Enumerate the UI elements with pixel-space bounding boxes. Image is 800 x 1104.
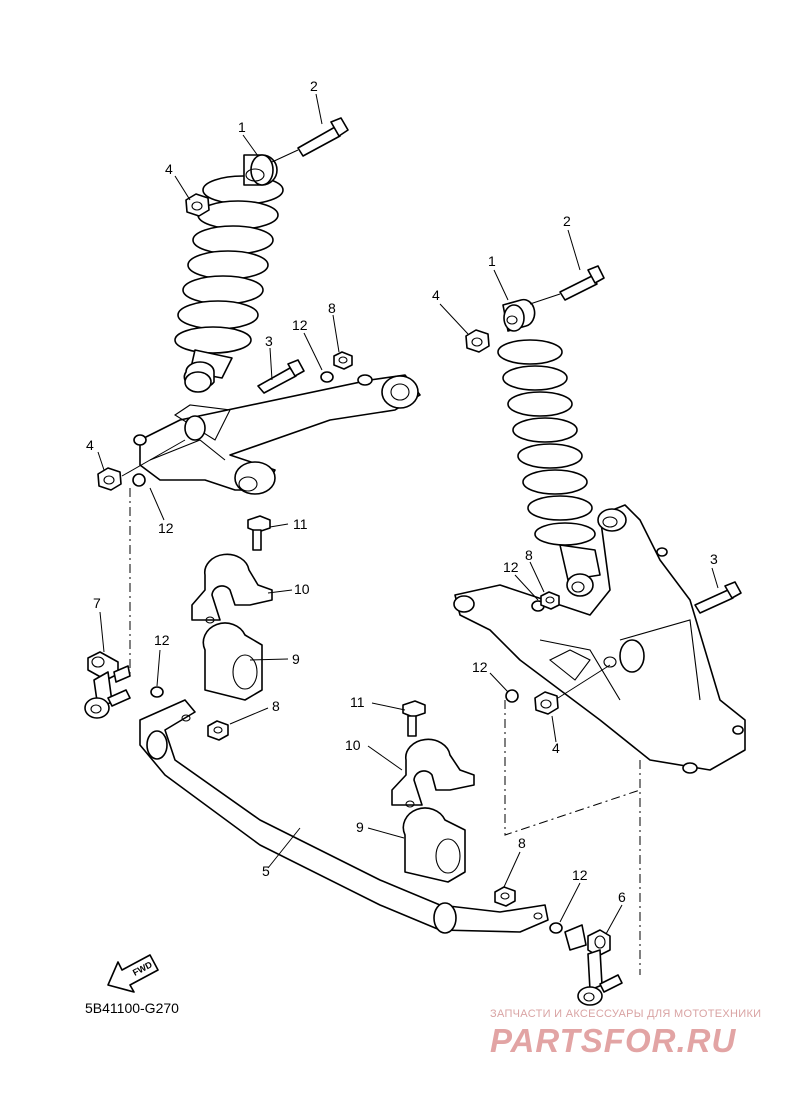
callout-left-4-lower: 4 <box>86 437 94 453</box>
callout-right-4-top: 4 <box>432 287 440 303</box>
right-reference-line-a <box>504 700 641 836</box>
right-bolt-11 <box>402 700 426 737</box>
callout-right-9: 9 <box>356 819 364 835</box>
left-washer-12-lower <box>132 473 146 487</box>
left-bolt-3 <box>257 359 305 394</box>
callout-right-12-link: 12 <box>572 867 588 883</box>
callout-right-1: 1 <box>488 253 496 269</box>
right-bolt-2 <box>529 265 605 305</box>
right-bolt-3 <box>694 581 742 614</box>
right-nut-4-top <box>465 329 490 353</box>
callout-left-1: 1 <box>238 119 246 135</box>
callout-right-4-lower: 4 <box>552 740 560 756</box>
right-washer-12-link <box>549 922 563 934</box>
left-shock-absorber <box>174 154 284 393</box>
left-bolt-11 <box>247 515 271 551</box>
left-bolt-2 <box>271 117 349 163</box>
callout-left-11: 11 <box>293 516 308 532</box>
callout-right-12-mid: 12 <box>472 659 488 675</box>
left-bushing-9 <box>202 622 263 701</box>
left-nut-4-top <box>185 193 210 217</box>
left-bracket-10 <box>191 553 273 624</box>
callout-left-9: 9 <box>292 651 300 667</box>
right-bushing-9 <box>402 807 466 883</box>
left-nut-8-bar <box>207 720 229 741</box>
callout-right-8-top: 8 <box>525 547 533 563</box>
fwd-arrow-icon: FWD <box>107 954 159 993</box>
left-nut-4-lower <box>97 439 186 491</box>
callout-numbers: 1 2 4 3 12 8 4 12 11 10 7 12 9 8 5 2 1 4… <box>86 78 718 905</box>
right-washer-12-mid <box>505 689 519 703</box>
watermark-tagline: ЗАПЧАСТИ И АКСЕССУАРЫ ДЛЯ МОТОТЕХНИКИ <box>490 1008 762 1020</box>
callout-left-12-link: 12 <box>154 632 170 648</box>
callout-5: 5 <box>262 863 270 879</box>
callout-left-3: 3 <box>265 333 273 349</box>
left-swing-arm <box>133 374 421 495</box>
callout-left-10: 10 <box>294 581 310 597</box>
callout-leaders <box>97 93 719 935</box>
callout-left-7: 7 <box>93 595 101 611</box>
stabilizer-bar-5 <box>139 699 549 934</box>
left-stabilizer-link-7 <box>84 651 131 719</box>
left-washer-12-link <box>150 686 164 698</box>
watermark-brand: PARTSFOR.RU <box>490 1022 737 1059</box>
right-bracket-10 <box>391 738 475 808</box>
right-swing-arm <box>453 504 746 774</box>
right-shock-absorber <box>497 298 601 597</box>
callout-right-2: 2 <box>563 213 571 229</box>
callout-left-12-top: 12 <box>292 317 308 333</box>
callout-left-4-top: 4 <box>165 161 173 177</box>
right-nut-8-bar <box>494 886 516 907</box>
callout-left-2: 2 <box>310 78 318 94</box>
right-nut-8-top <box>540 591 560 610</box>
left-nut-8-top <box>333 351 353 370</box>
callout-left-12-lower: 12 <box>158 520 174 536</box>
diagram-code: 5B41100-G270 <box>85 1000 179 1016</box>
callout-right-6: 6 <box>618 889 626 905</box>
callout-left-8-bar: 8 <box>272 698 280 714</box>
callout-right-3: 3 <box>710 551 718 567</box>
callout-right-11: 11 <box>350 694 365 710</box>
callout-right-12-top: 12 <box>503 559 519 575</box>
callout-right-10: 10 <box>345 737 361 753</box>
callout-right-8-bar: 8 <box>518 835 526 851</box>
callout-left-8-top: 8 <box>328 300 336 316</box>
right-stabilizer-link-6 <box>564 924 623 1006</box>
left-washer-12-top <box>320 371 334 383</box>
right-nut-4-lower <box>534 664 611 715</box>
